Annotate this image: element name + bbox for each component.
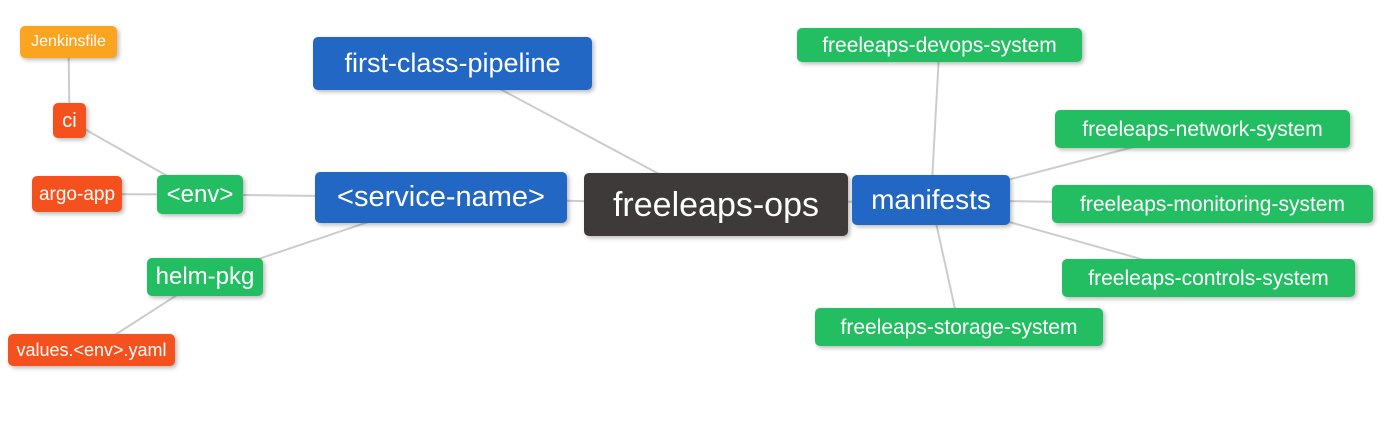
- node-label: <service-name>: [337, 181, 545, 213]
- node-label: manifests: [871, 184, 991, 215]
- node-label: freeleaps-monitoring-system: [1080, 192, 1345, 216]
- node-devops[interactable]: freeleaps-devops-system: [797, 28, 1082, 62]
- node-env[interactable]: <env>: [157, 175, 243, 214]
- node-storage[interactable]: freeleaps-storage-system: [815, 308, 1103, 346]
- node-ci[interactable]: ci: [53, 103, 86, 138]
- node-label: values.<env>.yaml: [16, 340, 167, 360]
- node-jenkinsfile[interactable]: Jenkinsfile: [20, 26, 117, 58]
- node-pipeline[interactable]: first-class-pipeline: [313, 37, 592, 90]
- node-label: freeleaps-network-system: [1082, 117, 1323, 141]
- node-label: helm-pkg: [155, 263, 255, 290]
- node-label: ci: [62, 109, 77, 132]
- node-service[interactable]: <service-name>: [315, 172, 567, 223]
- node-helm-pkg[interactable]: helm-pkg: [147, 258, 263, 296]
- node-network[interactable]: freeleaps-network-system: [1055, 110, 1350, 148]
- node-argo-app[interactable]: argo-app: [32, 176, 122, 212]
- node-label: freeleaps-controls-system: [1088, 266, 1329, 290]
- node-label: first-class-pipeline: [344, 48, 561, 78]
- node-label: freeleaps-devops-system: [822, 33, 1057, 57]
- node-values-yaml[interactable]: values.<env>.yaml: [8, 334, 175, 366]
- node-controls[interactable]: freeleaps-controls-system: [1062, 259, 1355, 297]
- node-manifests[interactable]: manifests: [852, 175, 1010, 225]
- node-label: freeleaps-ops: [612, 185, 819, 224]
- node-label: Jenkinsfile: [31, 33, 106, 50]
- node-label: <env>: [166, 180, 234, 208]
- node-label: argo-app: [38, 183, 116, 205]
- node-ops[interactable]: freeleaps-ops: [584, 173, 848, 236]
- node-monitoring[interactable]: freeleaps-monitoring-system: [1052, 185, 1373, 223]
- node-label: freeleaps-storage-system: [840, 315, 1078, 339]
- edge-manifests-devops: [930, 44, 941, 201]
